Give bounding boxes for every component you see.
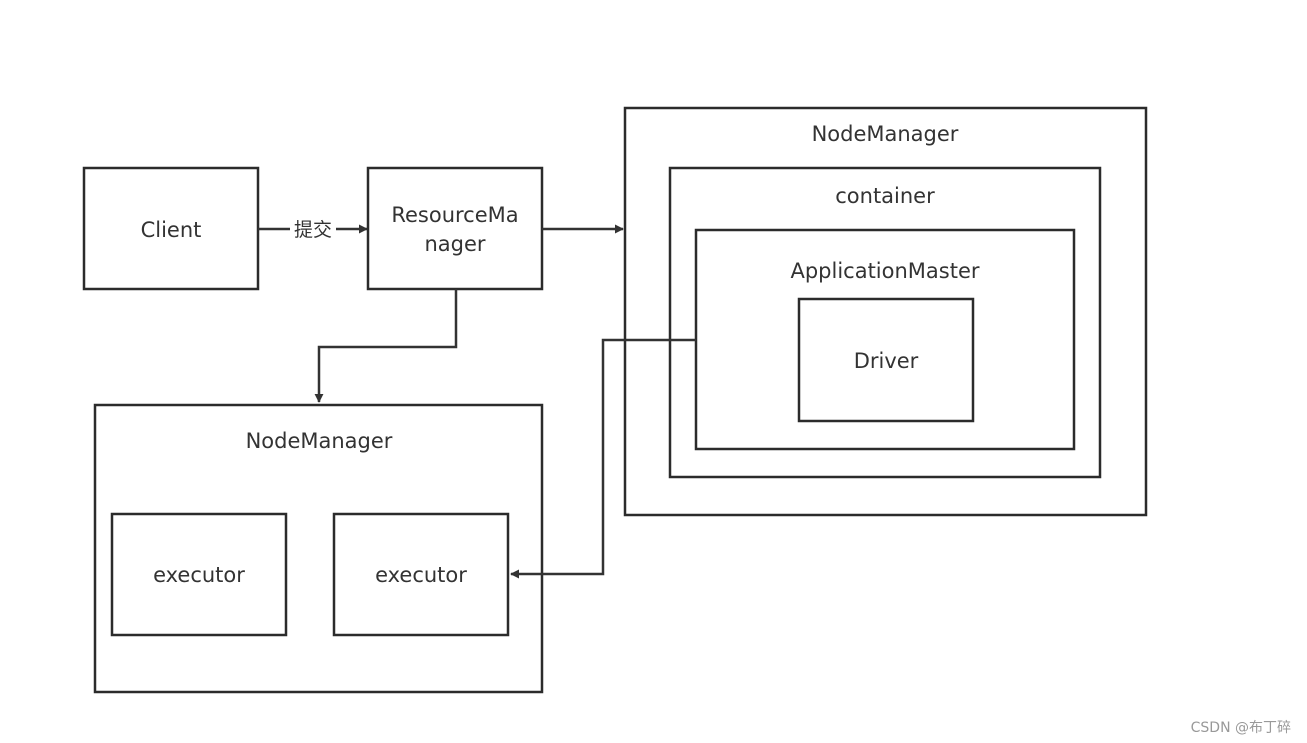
driver-label: Driver [854,349,919,373]
node-manager-right-group: NodeManager container ApplicationMaster … [623,106,1148,517]
application-master-label: ApplicationMaster [790,259,979,283]
node-manager-right-label: NodeManager [812,122,959,146]
client-label: Client [141,218,202,242]
client-node: Client [82,166,260,291]
connectors: 提交 [258,219,696,579]
container-label: container [835,184,935,208]
client-box [82,166,260,291]
node-manager-bottom-group: NodeManager executor executor [93,403,544,694]
watermark: CSDN @布丁碎 [1190,720,1291,736]
edge-submit-label: 提交 [294,219,332,241]
executor-box-1 [110,512,288,637]
executor-label-1: executor [153,563,245,587]
executor-label-2: executor [375,563,467,587]
resource-manager-box [366,166,544,291]
resource-manager-node: ResourceMa nager [366,166,544,291]
executor-box-2 [332,512,510,637]
node-manager-bottom-label: NodeManager [246,429,393,453]
driver-box [797,297,975,423]
edge-resource-manager-to-node-manager-bottom [314,289,458,403]
resource-manager-label-line2: nager [424,232,485,256]
resource-manager-label-line1: ResourceMa [391,203,518,227]
edge-application-master-to-executor [510,338,696,579]
